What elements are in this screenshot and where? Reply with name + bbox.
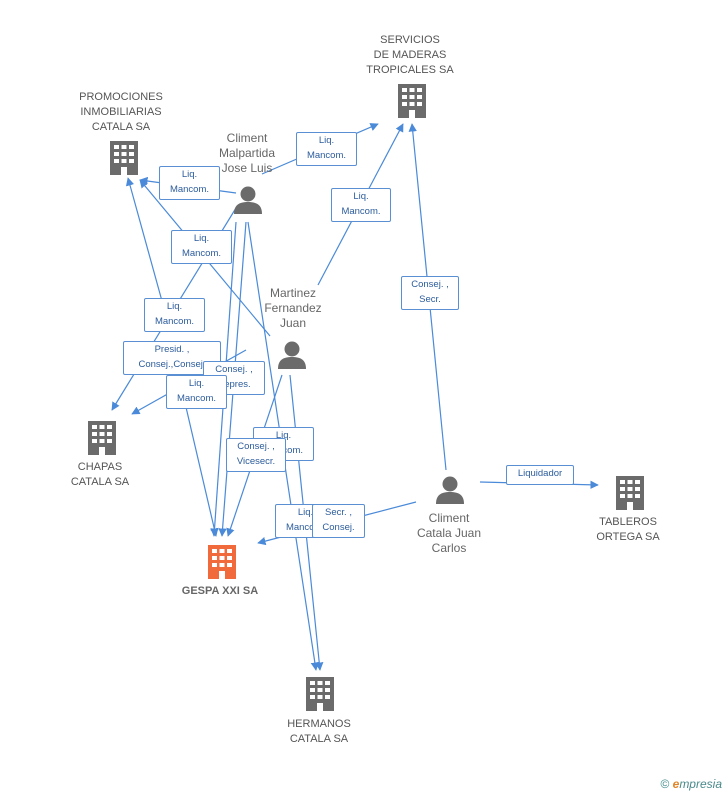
person-label[interactable]: Climent Catala Juan Carlos [416,511,482,555]
building-icon [88,421,116,455]
edge-label[interactable]: Liq. Mancom. [331,188,391,222]
building-icon [616,476,644,510]
building-icon [398,84,426,118]
building-icon [306,677,334,711]
copyright-icon: © [660,777,670,791]
person-label[interactable]: Martinez Fernandez Juan [264,286,322,330]
company-label[interactable]: HERMANOS CATALA SA [287,718,351,745]
edge-label[interactable]: Liq. Mancom. [171,230,232,264]
company-label-focus[interactable]: GESPA XXI SA [181,585,259,597]
person-icon [436,476,464,504]
edge-label[interactable]: Secr. , Consej. [312,504,365,538]
logo-text: mpresia [679,777,722,791]
person-icon [234,186,262,214]
edge-label[interactable]: Liquidador [506,465,574,485]
edge-label[interactable]: Liq. Mancom. [144,298,205,332]
building-icon [110,141,138,175]
person-icon [278,341,306,369]
company-label[interactable]: PROMOCIONES INMOBILIARIAS CATALA SA [79,91,163,133]
company-label[interactable]: SERVICIOS DE MADERAS TROPICALES SA [366,34,454,76]
person-label[interactable]: Climent Malpartida Jose Luis [218,131,276,175]
logo-initial: e [672,777,680,791]
building-icon [208,545,236,579]
edge-label[interactable]: Liq. Mancom. [159,166,220,200]
edge-label[interactable]: Consej. , Vicesecr. [226,438,286,472]
company-label[interactable]: TABLEROS ORTEGA SA [596,516,660,543]
company-label[interactable]: CHAPAS CATALA SA [70,461,130,488]
edge-label[interactable]: Liq. Mancom. [166,375,227,409]
edge-line [181,389,219,537]
edge-label[interactable]: Consej. , Secr. [401,276,459,310]
edge-label[interactable]: Liq. Mancom. [296,132,357,166]
empresia-logo: © empresia [660,777,722,791]
